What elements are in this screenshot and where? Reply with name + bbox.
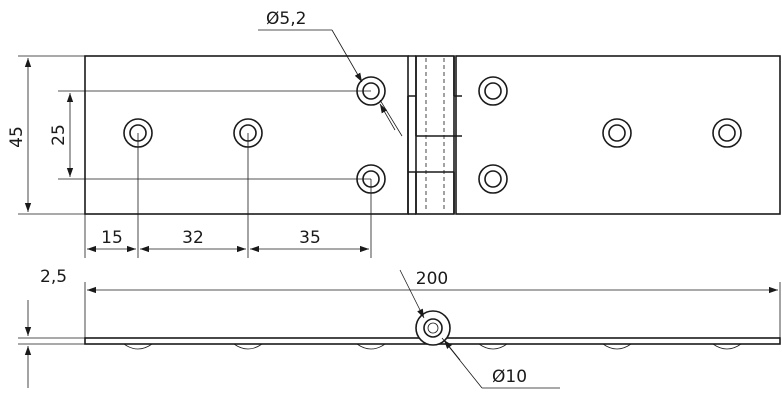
dim-hole-diameter: Ø5,2: [266, 9, 306, 29]
dim-45: 45: [7, 126, 27, 148]
knuckle-diameter-callout: [399, 269, 560, 389]
side-hole-marks: [123, 343, 742, 350]
dim-35: 35: [299, 228, 321, 248]
side-knuckle-pin: [423, 318, 443, 338]
top-view: 45 25 15 32 35 Ø5,2: [7, 9, 781, 258]
left-holes: [123, 76, 386, 194]
hole-diameter-callout: [258, 29, 403, 137]
left-leaf: [84, 55, 409, 215]
hinge-knuckle: [407, 55, 462, 215]
extension-lines: [18, 55, 372, 258]
dim-thickness: 2,5: [40, 267, 67, 287]
dim-32: 32: [182, 228, 204, 248]
dim-knuckle-diameter: Ø10: [492, 367, 527, 387]
side-view: 200 2,5 Ø10: [18, 267, 781, 389]
right-leaf: [455, 55, 781, 215]
right-holes: [478, 76, 742, 194]
side-knuckle-outer: [415, 310, 451, 346]
dim-15: 15: [101, 228, 123, 248]
dim-25: 25: [49, 124, 69, 146]
dim-200: 200: [416, 269, 448, 289]
